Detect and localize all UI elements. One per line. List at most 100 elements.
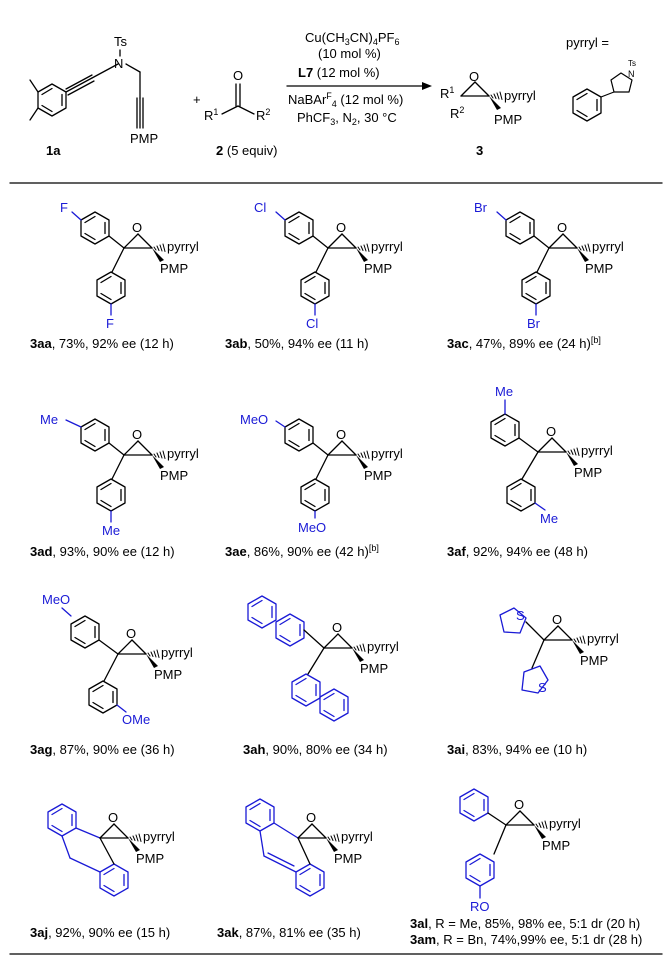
- pmp-label: PMP: [130, 131, 158, 146]
- nitrogen-label: N: [114, 56, 123, 71]
- structure-3ab: O pyrryl PMP Cl Cl: [254, 200, 403, 331]
- caption-3aj: 3aj, 92%, 90% ee (15 h): [30, 925, 170, 940]
- caption-3ad: 3ad, 93%, 90% ee (12 h): [30, 544, 175, 559]
- caption-3al: 3al, R = Me, 85%, 98% ee, 5:1 dr (20 h): [410, 916, 640, 931]
- svg-text:PMP: PMP: [364, 468, 392, 483]
- svg-text:Cl: Cl: [306, 316, 318, 331]
- svg-text:O: O: [546, 424, 556, 439]
- substituent-chloro: Cl: [254, 200, 266, 215]
- caption-3ab: 3ab, 50%, 94% ee (11 h): [225, 336, 369, 351]
- structure-3ag: O pyrryl PMP MeO OMe: [42, 592, 193, 727]
- substituent-fluoro: F: [60, 200, 68, 215]
- structure-3ai: S S O pyrryl PMP: [499, 607, 619, 695]
- svg-text:pyrryl: pyrryl: [549, 816, 581, 831]
- svg-text:PMP: PMP: [574, 465, 602, 480]
- carbonyl-oxygen: O: [233, 68, 243, 83]
- structure-3al: O pyrryl PMP RO: [459, 788, 581, 914]
- substituent-methoxy: MeO: [240, 412, 268, 427]
- svg-text:Me: Me: [495, 384, 513, 399]
- svg-text:PMP: PMP: [360, 661, 388, 676]
- svg-text:PMP: PMP: [542, 838, 570, 853]
- structure-3ak: O pyrryl PMP: [245, 798, 373, 897]
- structure-3ae: O pyrryl PMP MeO MeO: [240, 412, 403, 535]
- svg-text:O: O: [132, 220, 142, 235]
- svg-text:PMP: PMP: [364, 261, 392, 276]
- svg-text:PMP: PMP: [160, 468, 188, 483]
- svg-text:F: F: [106, 316, 114, 331]
- svg-text:pyrryl: pyrryl: [367, 639, 399, 654]
- solvent-text: PhCF3, N2, 30 °C: [297, 110, 397, 127]
- svg-text:pyrryl: pyrryl: [587, 631, 619, 646]
- svg-text:PMP: PMP: [136, 851, 164, 866]
- svg-text:pyrryl: pyrryl: [161, 645, 193, 660]
- product-3: O R1 R2 pyrryl PMP 3: [440, 69, 536, 158]
- svg-text:pyrryl: pyrryl: [167, 446, 199, 461]
- pyrryl-definition-label: pyrryl =: [566, 35, 609, 50]
- svg-text:OMe: OMe: [122, 712, 150, 727]
- svg-text:pyrryl: pyrryl: [341, 829, 373, 844]
- svg-text:PMP: PMP: [585, 261, 613, 276]
- svg-text:O: O: [132, 427, 142, 442]
- pyrryl-definition: pyrryl = N Ts: [566, 35, 636, 122]
- product-pyrryl: pyrryl: [504, 88, 536, 103]
- svg-text:O: O: [306, 810, 316, 825]
- additive-text: NaBArF4 (12 mol %): [288, 91, 403, 109]
- svg-text:MeO: MeO: [298, 520, 326, 535]
- caption-3ag: 3ag, 87%, 90% ee (36 h): [30, 742, 175, 757]
- structure-3aj: O pyrryl PMP: [47, 803, 175, 897]
- structure-3ad: O pyrryl PMP Me Me: [40, 412, 199, 538]
- catalyst-text: Cu(CH3CN)4PF6: [305, 30, 400, 47]
- svg-text:Me: Me: [540, 511, 558, 526]
- svg-text:Br: Br: [527, 316, 541, 331]
- svg-text:O: O: [552, 612, 562, 627]
- svg-text:Me: Me: [102, 523, 120, 538]
- svg-text:O: O: [557, 220, 567, 235]
- svg-text:O: O: [332, 620, 342, 635]
- caption-3ac: 3ac, 47%, 89% ee (24 h)[b]: [447, 335, 601, 351]
- caption-3af: 3af, 92%, 94% ee (48 h): [447, 544, 588, 559]
- structure-3aa: O pyrryl PMP F F: [60, 200, 199, 331]
- caption-3ah: 3ah, 90%, 80% ee (34 h): [243, 742, 388, 757]
- compound-3-label: 3: [476, 143, 483, 158]
- r2-label: R2: [256, 107, 270, 123]
- svg-text:pyrryl: pyrryl: [143, 829, 175, 844]
- svg-text:S: S: [538, 680, 547, 695]
- structure-3af: O pyrryl PMP Me Me: [490, 384, 613, 526]
- structure-3ah: O pyrryl PMP: [247, 595, 399, 722]
- r1-label: R1: [204, 107, 218, 123]
- reactant-1a: N Ts PMP 1a: [29, 34, 158, 158]
- ligand-text: L7 (12 mol %): [298, 65, 380, 80]
- svg-text:O: O: [514, 797, 524, 812]
- compound-2-label: 2 (5 equiv): [216, 143, 277, 158]
- svg-text:PMP: PMP: [154, 667, 182, 682]
- svg-text:pyrryl: pyrryl: [371, 239, 403, 254]
- svg-text:O: O: [108, 810, 118, 825]
- caption-3ai: 3ai, 83%, 94% ee (10 h): [447, 742, 587, 757]
- substituent-methyl: Me: [40, 412, 58, 427]
- substituent-meta-methoxy: MeO: [42, 592, 70, 607]
- svg-text:PMP: PMP: [334, 851, 362, 866]
- svg-text:pyrryl: pyrryl: [167, 239, 199, 254]
- plus-sign: +: [193, 92, 201, 107]
- svg-text:pyrryl: pyrryl: [592, 239, 624, 254]
- structure-3ac: O pyrryl PMP Br Br: [474, 200, 624, 331]
- svg-text:PMP: PMP: [160, 261, 188, 276]
- pyrryl-ts: Ts: [628, 59, 636, 68]
- svg-text:O: O: [126, 626, 136, 641]
- thiophene-sulfur: S: [516, 608, 525, 623]
- product-r1: R1: [440, 85, 454, 101]
- svg-text:PMP: PMP: [580, 653, 608, 668]
- caption-3aa: 3aa, 73%, 92% ee (12 h): [30, 336, 174, 351]
- svg-text:O: O: [336, 220, 346, 235]
- compound-1a-label: 1a: [46, 143, 61, 158]
- svg-text:pyrryl: pyrryl: [371, 446, 403, 461]
- product-pmp: PMP: [494, 112, 522, 127]
- svg-text:pyrryl: pyrryl: [581, 443, 613, 458]
- pyrryl-n: N: [628, 69, 635, 79]
- caption-3ak: 3ak, 87%, 81% ee (35 h): [217, 925, 361, 940]
- caption-3ae: 3ae, 86%, 90% ee (42 h)[b]: [225, 543, 379, 559]
- product-r2: R2: [450, 105, 464, 121]
- svg-text:O: O: [336, 427, 346, 442]
- catalyst-loading: (10 mol %): [318, 46, 381, 61]
